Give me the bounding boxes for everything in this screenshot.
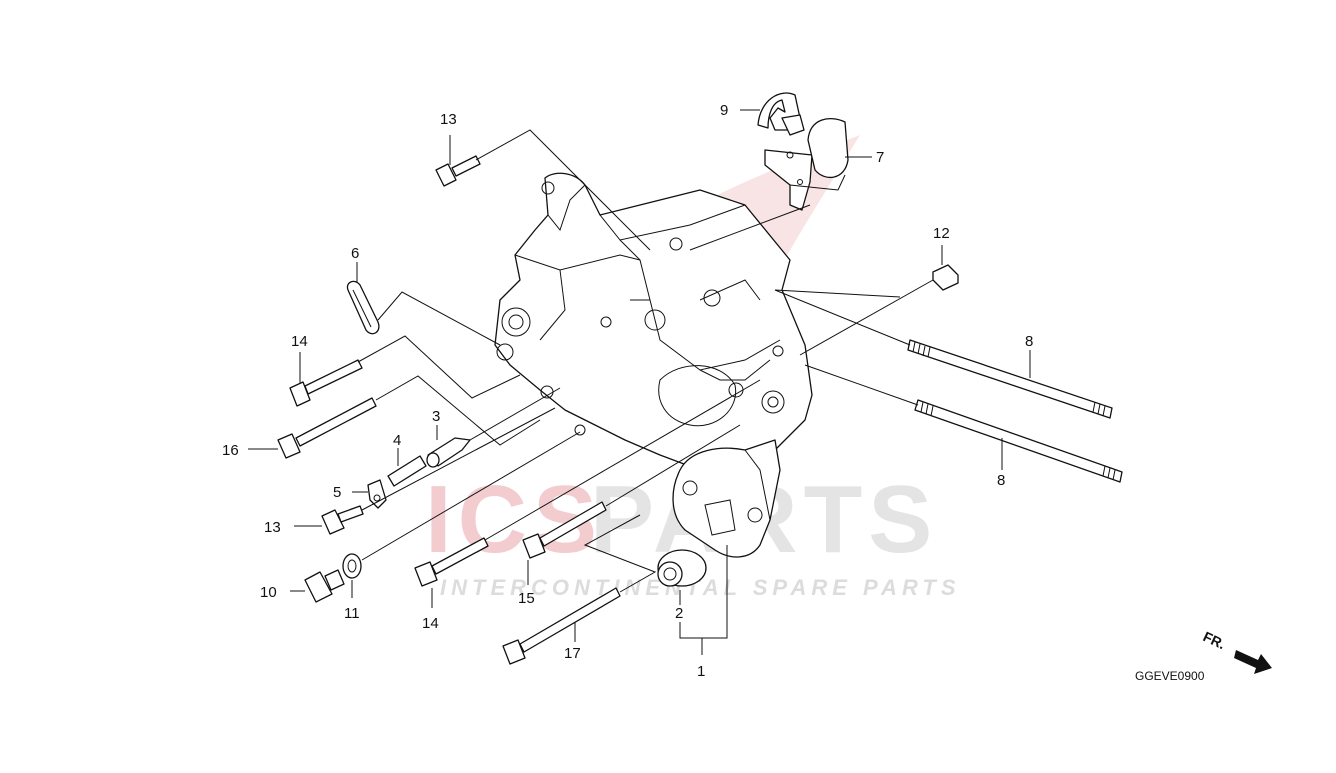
plate-part-5: [367, 479, 387, 509]
callout-8-lower: 8: [997, 472, 1005, 489]
callout-13-top: 13: [440, 111, 457, 128]
front-arrow-icon: [1234, 650, 1272, 674]
callout-9: 9: [720, 102, 728, 119]
callout-17: 17: [564, 645, 581, 662]
bolt-part-14-lower: [414, 537, 489, 587]
dowel-part-3: [426, 437, 471, 468]
stud-part-8-upper: [907, 339, 1113, 419]
callout-6: 6: [351, 245, 359, 262]
bolt-part-14-upper: [289, 359, 363, 407]
front-direction-indicator: FR.: [1201, 628, 1272, 674]
callout-2: 2: [675, 605, 683, 622]
callout-8-upper: 8: [1025, 333, 1033, 350]
callout-1: 1: [697, 663, 705, 680]
callout-4: 4: [393, 432, 401, 449]
lower-bracket: [672, 439, 781, 558]
washer-part-11: [342, 553, 362, 579]
callout-13-left: 13: [264, 519, 281, 536]
callout-14-lower: 14: [422, 615, 439, 632]
callout-15: 15: [518, 590, 535, 607]
stud-part-8-lower: [914, 399, 1123, 483]
callout-11: 11: [344, 605, 360, 622]
bushing-part-2: [657, 549, 707, 587]
callout-10: 10: [260, 584, 277, 601]
leader-lines: [248, 109, 1031, 655]
callout-7: 7: [876, 149, 884, 166]
callout-14-upper: 14: [291, 333, 308, 350]
front-label: FR.: [1201, 628, 1228, 652]
bolt-part-13-left: [321, 505, 364, 535]
clamp-part-9: [757, 92, 805, 136]
callout-5: 5: [333, 484, 341, 501]
bolt-part-16: [277, 397, 377, 459]
callout-16: 16: [222, 442, 239, 459]
diagram-code: GGEVE0900: [1135, 669, 1205, 683]
callout-12: 12: [933, 225, 950, 242]
oring-part-6: [346, 280, 380, 335]
callout-3: 3: [432, 408, 440, 425]
spring-part-4: [387, 455, 427, 487]
bolt-part-17: [502, 587, 621, 665]
bolt-part-13-top: [435, 155, 481, 187]
callout-labels: 1 2 3 4 5 6 7 8 8 9 10 11 12 13 13 14 14…: [222, 102, 1033, 680]
bolt-part-10: [304, 569, 345, 603]
bolt-part-15: [522, 501, 607, 559]
collar-part-12: [932, 264, 959, 291]
bracket-part-7: [764, 118, 849, 211]
